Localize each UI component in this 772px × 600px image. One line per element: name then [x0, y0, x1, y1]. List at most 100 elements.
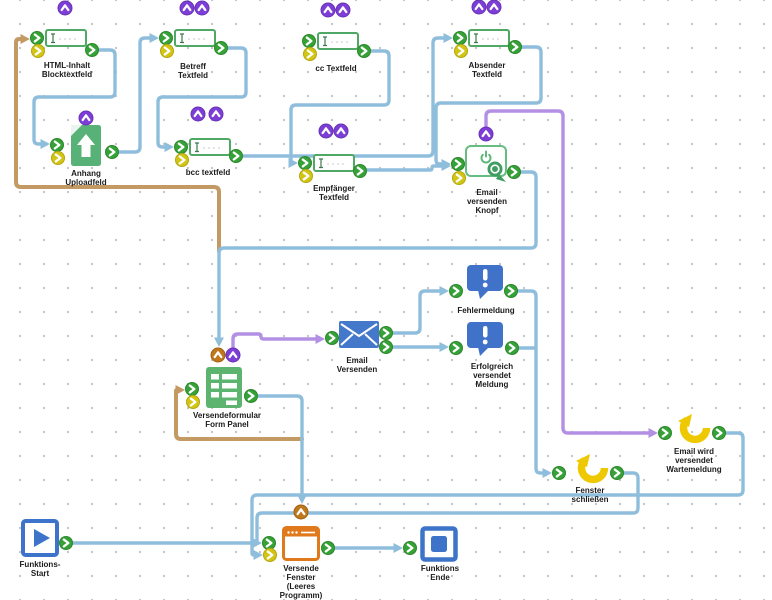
input-port-green[interactable] — [302, 34, 316, 48]
textfield-icon[interactable] — [317, 32, 359, 50]
event-port-purple[interactable] — [78, 110, 94, 126]
event-port-purple[interactable] — [190, 106, 206, 122]
wait-refresh-icon[interactable] — [678, 414, 711, 444]
input-port-yellow[interactable] — [454, 44, 468, 58]
function-end-icon[interactable] — [420, 526, 458, 562]
wire-purple-p1[interactable] — [484, 109, 653, 435]
event-port-purple[interactable] — [471, 0, 487, 15]
event-port-amber[interactable] — [293, 504, 309, 520]
alert-message-icon[interactable] — [467, 265, 503, 299]
alert-message-icon[interactable] — [467, 322, 503, 356]
event-port-purple[interactable] — [486, 0, 502, 15]
output-port-green[interactable] — [105, 145, 119, 159]
input-port-yellow[interactable] — [186, 395, 200, 409]
wire-blue-w8[interactable] — [217, 170, 538, 342]
wire-blue-w6[interactable] — [434, 45, 543, 166]
form-panel-icon[interactable] — [206, 367, 242, 408]
output-port-green[interactable] — [379, 326, 393, 340]
wire-blue-w5[interactable] — [289, 49, 391, 165]
event-port-purple[interactable] — [318, 123, 334, 139]
wire-blue-w4[interactable] — [241, 36, 448, 158]
node-email_versenden[interactable] — [339, 321, 379, 348]
input-port-green[interactable] — [174, 140, 188, 154]
node-versende_fenster[interactable] — [282, 526, 320, 561]
input-port-yellow[interactable] — [263, 548, 277, 562]
event-port-purple[interactable] — [335, 2, 351, 18]
input-port-green[interactable] — [451, 157, 465, 171]
textfield-icon[interactable] — [174, 29, 216, 47]
node-betreff[interactable] — [174, 29, 216, 47]
output-port-green[interactable] — [59, 536, 73, 550]
event-port-purple[interactable] — [179, 0, 195, 16]
input-port-green[interactable] — [453, 31, 467, 45]
output-port-green[interactable] — [357, 44, 371, 58]
node-fehlermeldung[interactable] — [467, 265, 503, 299]
window-program-icon[interactable] — [282, 526, 320, 561]
node-email_knopf[interactable] — [465, 145, 507, 182]
email-send-icon[interactable] — [339, 321, 379, 348]
input-port-green[interactable] — [449, 284, 463, 298]
input-port-yellow[interactable] — [31, 44, 45, 58]
wire-blue-w1[interactable] — [32, 48, 117, 146]
wire-blue-w2[interactable] — [117, 36, 154, 154]
input-port-green[interactable] — [50, 138, 64, 152]
wire-brown-b1[interactable] — [14, 37, 221, 253]
input-port-yellow[interactable] — [160, 44, 174, 58]
event-port-purple[interactable] — [478, 126, 494, 142]
event-port-purple[interactable] — [57, 0, 73, 16]
node-fenster_schliessen[interactable] — [576, 454, 609, 484]
input-port-yellow[interactable] — [452, 171, 466, 185]
output-port-green[interactable] — [244, 389, 258, 403]
textfield-icon[interactable] — [189, 138, 231, 156]
node-wartemeldung[interactable] — [678, 414, 711, 444]
output-port-green[interactable] — [507, 165, 521, 179]
event-port-purple[interactable] — [225, 347, 241, 363]
output-port-green[interactable] — [321, 541, 335, 555]
output-port-green[interactable] — [85, 43, 99, 57]
node-empfaenger[interactable] — [313, 154, 355, 172]
input-port-green[interactable] — [325, 331, 339, 345]
wire-blue-w15[interactable] — [250, 431, 745, 557]
input-port-yellow[interactable] — [299, 169, 313, 183]
input-port-green[interactable] — [449, 341, 463, 355]
textfield-icon[interactable] — [468, 29, 510, 47]
event-port-purple[interactable] — [333, 123, 349, 139]
node-funktions_start[interactable] — [21, 519, 59, 557]
node-funktions_ende[interactable] — [420, 526, 458, 562]
output-port-green[interactable] — [353, 164, 367, 178]
node-formpanel[interactable] — [206, 367, 242, 408]
output-port-green[interactable] — [508, 40, 522, 54]
wire-blue-w10[interactable] — [390, 289, 444, 335]
wire-blue-w14[interactable] — [255, 471, 640, 545]
wait-refresh-icon[interactable] — [576, 454, 609, 484]
textfield-icon[interactable] — [45, 29, 87, 47]
node-erfolgreich[interactable] — [467, 322, 503, 356]
input-port-green[interactable] — [262, 536, 276, 550]
output-port-green[interactable] — [214, 41, 228, 55]
event-port-purple[interactable] — [320, 2, 336, 18]
node-cc[interactable] — [317, 32, 359, 50]
node-bcc[interactable] — [189, 138, 231, 156]
wire-blue-w9[interactable] — [255, 394, 304, 499]
wire-blue-w7[interactable] — [364, 164, 446, 172]
button-click-icon[interactable] — [465, 145, 507, 182]
textfield-icon[interactable] — [313, 154, 355, 172]
input-port-green[interactable] — [298, 156, 312, 170]
event-port-purple[interactable] — [194, 0, 210, 16]
output-port-green[interactable] — [712, 426, 726, 440]
event-port-amber[interactable] — [210, 347, 226, 363]
output-port-green[interactable] — [229, 149, 243, 163]
event-port-purple[interactable] — [208, 106, 224, 122]
input-port-green[interactable] — [30, 31, 44, 45]
input-port-yellow[interactable] — [175, 153, 189, 167]
output-port-green[interactable] — [504, 284, 518, 298]
input-port-green[interactable] — [159, 31, 173, 45]
upload-icon[interactable] — [71, 125, 101, 166]
input-port-yellow[interactable] — [51, 151, 65, 165]
node-anhang[interactable] — [71, 125, 101, 166]
input-port-green[interactable] — [552, 466, 566, 480]
wire-blue-w12[interactable] — [515, 289, 547, 475]
node-html_inhalt[interactable] — [45, 29, 87, 47]
function-start-icon[interactable] — [21, 519, 59, 557]
